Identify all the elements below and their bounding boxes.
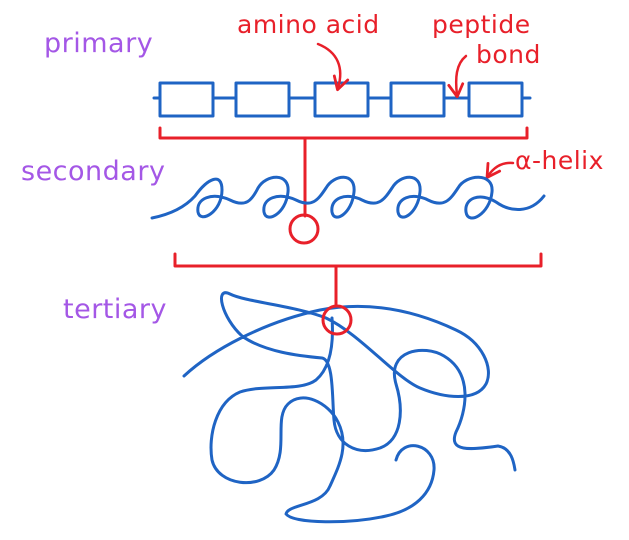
alpha-helix-coil	[150, 175, 546, 220]
level-label-tertiary: tertiary	[63, 294, 168, 325]
level-label-secondary: secondary	[21, 156, 166, 187]
primary-bracket	[158, 126, 529, 218]
amino-acid-box	[389, 81, 446, 118]
amino-acid-box	[467, 81, 524, 118]
secondary-highlight-circle	[288, 213, 320, 245]
amino-acid-box	[234, 81, 291, 118]
amino-acid-arrow	[316, 42, 350, 92]
peptide-bond-label-line1: peptide	[432, 10, 531, 39]
level-label-primary: primary	[44, 28, 154, 59]
primary-chain	[152, 81, 532, 118]
amino-acid-box	[158, 81, 215, 118]
tertiary-highlight-circle	[321, 304, 353, 336]
peptide-bond-arrow	[447, 54, 468, 99]
secondary-bracket	[173, 252, 543, 308]
amino-acid-label: amino acid	[237, 10, 380, 39]
amino-acid-box	[313, 81, 370, 118]
tertiary-fold	[182, 291, 517, 524]
peptide-bond-label-line2: bond	[476, 40, 541, 69]
alpha-helix-arrow	[485, 161, 515, 179]
alpha-helix-label: α-helix	[515, 146, 604, 175]
